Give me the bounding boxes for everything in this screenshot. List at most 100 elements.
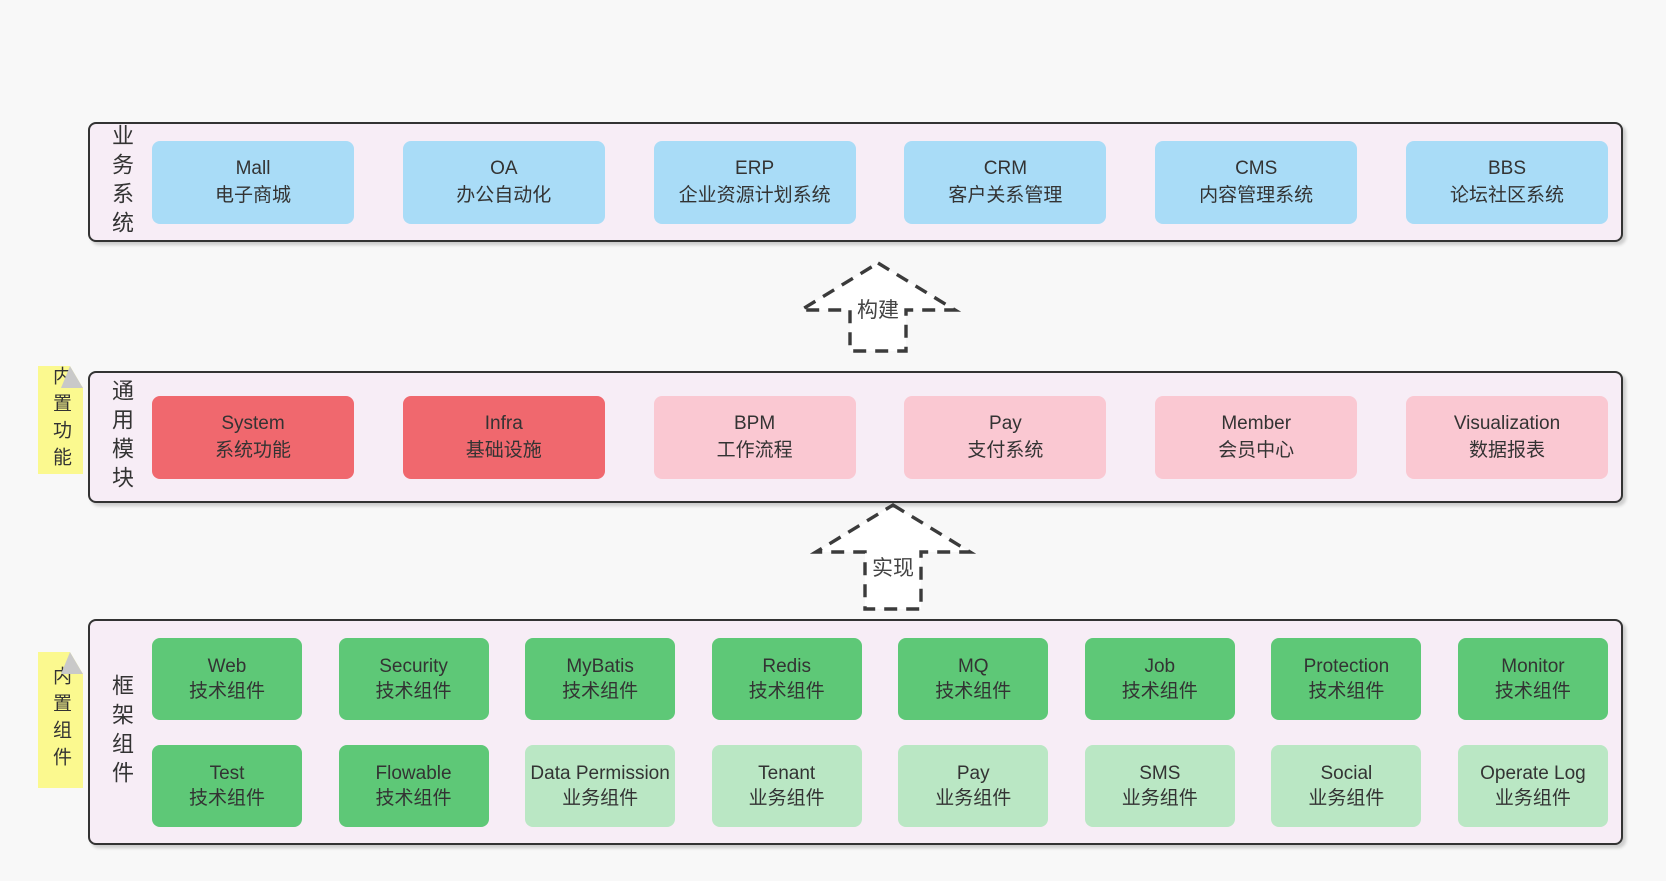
box-subtitle: 技术组件 — [1494, 680, 1571, 702]
box-title: Infra — [484, 413, 523, 434]
sticky-note-text: 内置组件 — [50, 666, 71, 774]
box-mq: MQ 技术组件 — [898, 637, 1049, 720]
box-social: Social 业务组件 — [1271, 744, 1422, 827]
box-title: Member — [1221, 413, 1292, 434]
box-member: Member 会员中心 — [1155, 395, 1358, 479]
box-title: CMS — [1235, 158, 1278, 179]
box-title: Social — [1320, 762, 1373, 784]
box-subtitle: 论坛社区系统 — [1449, 185, 1564, 206]
box-title: Visualization — [1453, 413, 1561, 434]
box-title: BPM — [734, 413, 776, 434]
box-subtitle: 技术组件 — [748, 680, 825, 702]
box-subtitle: 内容管理系统 — [1199, 185, 1314, 206]
box-subtitle: 业务组件 — [1308, 787, 1385, 809]
box-subtitle: 业务组件 — [1121, 787, 1198, 809]
box-row: System 系统功能 Infra 基础设施 BPM 工作流程 Pay 支付系统 Member 会… — [152, 395, 1608, 479]
box-title: Operate Log — [1480, 762, 1586, 784]
box-job: Job 技术组件 — [1084, 637, 1235, 720]
band-label-common-modules: 通用模块 — [109, 379, 134, 495]
box-title: Mall — [235, 158, 271, 179]
box-subtitle: 工作流程 — [716, 440, 793, 461]
box-subtitle: 会员中心 — [1218, 440, 1295, 461]
box-title: Monitor — [1501, 655, 1565, 677]
box-pay: Pay 支付系统 — [904, 395, 1107, 479]
arrow-build: 构建 — [795, 258, 961, 354]
box-subtitle: 业务组件 — [748, 787, 825, 809]
box-subtitle: 技术组件 — [1308, 680, 1385, 702]
box-title: BBS — [1487, 158, 1526, 179]
box-subtitle: 技术组件 — [188, 680, 265, 702]
common-modules-boxes: System 系统功能 Infra 基础设施 BPM 工作流程 Pay 支付系统 Member 会… — [152, 373, 1621, 501]
box-title: System — [221, 413, 285, 434]
box-title: Data Permission — [530, 762, 670, 784]
box-subtitle: 业务组件 — [1494, 787, 1571, 809]
box-subtitle: 技术组件 — [375, 787, 452, 809]
box-security: Security 技术组件 — [338, 637, 489, 720]
box-title: Tenant — [758, 762, 816, 784]
box-monitor: Monitor 技术组件 — [1457, 637, 1608, 720]
box-subtitle: 支付系统 — [967, 440, 1044, 461]
arrow-implement: 实现 — [810, 500, 976, 612]
box-sms: SMS 业务组件 — [1084, 744, 1235, 827]
box-subtitle: 技术组件 — [1121, 680, 1198, 702]
box-cms: CMS 内容管理系统 — [1155, 140, 1358, 224]
box-title: Redis — [762, 655, 811, 677]
box-title: Web — [207, 655, 247, 677]
band-label-framework-components: 框架组件 — [109, 674, 134, 790]
sticky-note-text: 内置功能 — [50, 366, 71, 474]
box-bpm: BPM 工作流程 — [653, 395, 856, 479]
box-subtitle: 技术组件 — [935, 680, 1012, 702]
box-tenant: Tenant 业务组件 — [711, 744, 862, 827]
box-title: Protection — [1303, 655, 1390, 677]
box-mybatis: MyBatis 技术组件 — [525, 637, 676, 720]
sticky-note-built-in-features: 内置功能 — [38, 366, 83, 474]
box-title: Test — [209, 762, 245, 784]
sticky-note-built-in-components: 内置组件 — [38, 652, 83, 788]
folded-corner-icon — [61, 652, 83, 674]
box-title: OA — [490, 158, 518, 179]
box-title: MQ — [957, 655, 989, 677]
box-mall: Mall 电子商城 — [152, 140, 354, 224]
box-subtitle: 客户关系管理 — [948, 185, 1063, 206]
box-web: Web 技术组件 — [152, 637, 302, 720]
box-title: Security — [379, 655, 448, 677]
box-data-permission: Data Permission 业务组件 — [525, 744, 676, 827]
box-oa: OA 办公自动化 — [402, 140, 605, 224]
box-bbs: BBS 论坛社区系统 — [1405, 140, 1608, 224]
box-redis: Redis 技术组件 — [711, 637, 862, 720]
box-subtitle: 技术组件 — [562, 680, 639, 702]
box-operate-log: Operate Log 业务组件 — [1457, 744, 1608, 827]
box-test: Test 技术组件 — [152, 744, 302, 827]
box-title: MyBatis — [566, 655, 634, 677]
box-title: SMS — [1139, 762, 1181, 784]
box-title: CRM — [983, 158, 1028, 179]
box-subtitle: 技术组件 — [188, 787, 265, 809]
box-title: Pay — [989, 413, 1022, 434]
box-subtitle: 基础设施 — [465, 440, 542, 461]
band-label-business-systems: 业务系统 — [109, 124, 134, 240]
box-subtitle: 办公自动化 — [456, 185, 552, 206]
box-title: Pay — [956, 762, 990, 784]
box-title: ERP — [735, 158, 775, 179]
box-subtitle: 电子商城 — [214, 185, 291, 206]
band-common-modules: 通用模块 System 系统功能 Infra 基础设施 BPM 工作流程 Pay 支付系统 Me… — [88, 371, 1623, 503]
box-system: System 系统功能 — [152, 395, 354, 479]
box-subtitle: 系统功能 — [214, 440, 291, 461]
box-subtitle: 技术组件 — [375, 680, 452, 702]
box-protection: Protection 技术组件 — [1271, 637, 1422, 720]
box-subtitle: 业务组件 — [935, 787, 1012, 809]
box-title: Job — [1144, 655, 1176, 677]
box-infra: Infra 基础设施 — [402, 395, 605, 479]
box-subtitle: 业务组件 — [562, 787, 639, 809]
arrow-build-label: 构建 — [854, 294, 902, 324]
arrow-implement-label: 实现 — [869, 552, 917, 582]
